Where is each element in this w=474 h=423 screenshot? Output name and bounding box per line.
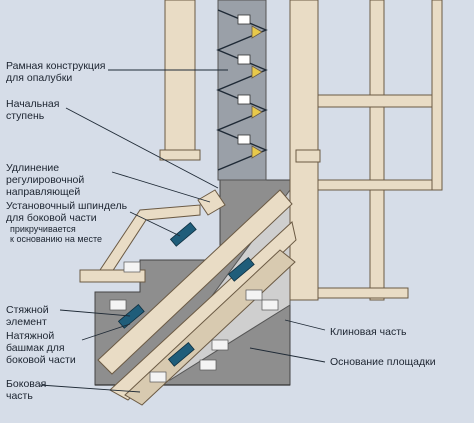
side-part	[124, 249, 296, 406]
tension-shoes	[117, 222, 255, 367]
frame-rail-top	[317, 94, 439, 108]
label-side: Боковая часть	[6, 378, 47, 402]
label-base: Основание площадки	[330, 356, 436, 368]
frame-rail-mid	[317, 179, 439, 191]
frame-column-left	[164, 0, 196, 151]
guide-extension	[197, 189, 226, 216]
label-tie: Стяжной элемент	[6, 304, 49, 328]
support-beam	[79, 269, 146, 283]
leader-lines	[39, 69, 326, 393]
label-start-step: Начальная ступень	[6, 98, 60, 122]
frame-clamp	[295, 149, 321, 163]
frame-post-far	[431, 0, 443, 191]
tie-plates	[109, 261, 279, 383]
label-spindle-note: прикручивается к основанию на месте	[10, 224, 103, 244]
side-beam-upper	[97, 189, 293, 375]
frame-rail-bottom	[317, 287, 409, 299]
label-frame: Рамная конструкция для опалубки	[6, 60, 106, 84]
frame-crossbeam	[159, 149, 201, 161]
label-shoe: Натяжной башмак для боковой части	[6, 330, 76, 366]
label-wedge: Клиновая часть	[330, 326, 407, 338]
label-spindle: Установочный шпиндель для боковой части	[6, 200, 128, 224]
frame-post	[369, 0, 385, 301]
label-guide-extension: Удлинение регулировочной направляющей	[6, 162, 85, 198]
step-brackets	[237, 14, 251, 145]
step-wedges	[251, 25, 263, 159]
